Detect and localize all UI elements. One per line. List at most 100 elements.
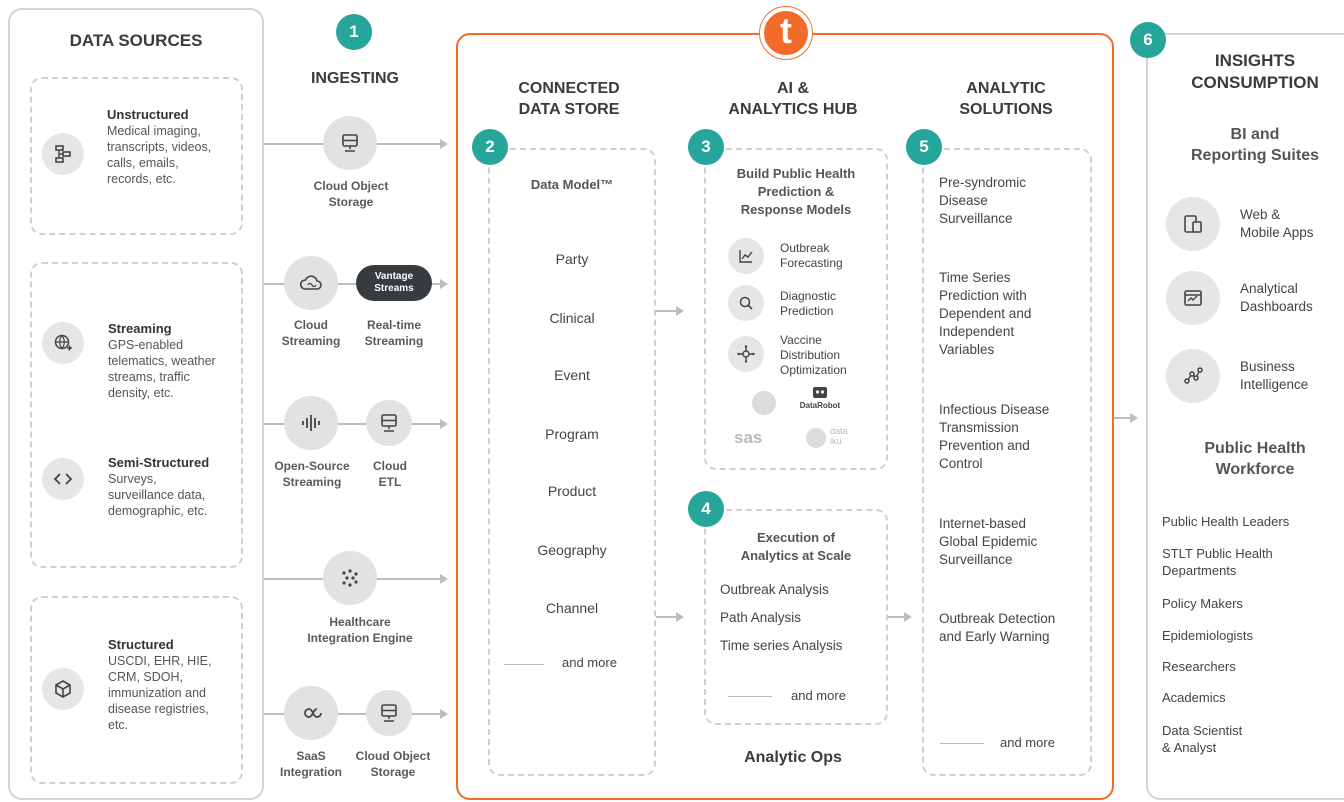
- vantage-line-1: Vantage: [374, 271, 414, 282]
- s2-l3: Dependent and: [939, 306, 1032, 321]
- cos-line-2: Storage: [328, 195, 374, 209]
- os-line-1: Open-Source: [274, 459, 350, 473]
- etl-icon: [366, 400, 412, 446]
- mobile-icon: [1166, 197, 1220, 251]
- unstructured-line-4: records, etc.: [107, 172, 176, 186]
- wm-l1: Web &: [1240, 207, 1281, 222]
- teradata-logo-letter: t: [780, 10, 792, 51]
- ad-l2: Dashboards: [1240, 299, 1313, 314]
- bi-l1: Business: [1240, 359, 1295, 374]
- unstructured-title: Unstructured: [107, 107, 189, 122]
- streaming-line-3: streams, traffic: [108, 370, 190, 384]
- s1-l1: Pre-syndromic: [939, 175, 1027, 190]
- store-item-program: Program: [545, 426, 599, 442]
- solutions-box: [922, 148, 1092, 776]
- dp-line-2: Prediction: [780, 304, 834, 318]
- data-model-label: Data Model™: [530, 177, 614, 192]
- s2-l2: Prediction with: [939, 288, 1027, 303]
- unstructured-box: [30, 77, 243, 235]
- network-icon: [728, 336, 764, 372]
- s2-l1: Time Series: [939, 270, 1011, 285]
- structured-title: Structured: [108, 637, 174, 652]
- cloud-object-storage-label-2: Cloud Object Storage: [346, 748, 440, 780]
- arrow-store-to-hub: [656, 306, 684, 316]
- unstructured-text: Unstructured Medical imaging, transcript…: [107, 107, 211, 187]
- unstructured-line-2: transcripts, videos,: [107, 140, 212, 154]
- cloud-etl-label: Cloud ETL: [358, 458, 422, 490]
- arrow-row-2: [264, 279, 448, 289]
- sol-title-1: ANALYTIC: [966, 80, 1046, 97]
- analytic-ops-label: Analytic Ops: [744, 749, 842, 766]
- etl-line-2: ETL: [378, 475, 402, 489]
- workforce-data-scientist: Data Scientist & Analyst: [1162, 723, 1243, 755]
- store-title-1: CONNECTED: [518, 80, 620, 97]
- s3-l3: Prevention and: [939, 438, 1030, 453]
- open-source-streaming-label: Open-Source Streaming: [266, 458, 358, 490]
- insights-title-1: INSIGHTS: [1214, 51, 1296, 70]
- infinity-link-icon: [284, 686, 338, 740]
- flowchart-icon: [42, 133, 84, 175]
- sas-logo: sas: [734, 428, 762, 448]
- cos-line-1: Cloud Object: [313, 179, 389, 193]
- sol-title-2: SOLUTIONS: [959, 101, 1053, 118]
- arrow-row-3: [264, 419, 448, 429]
- cloud-streaming-label: Cloud Streaming: [275, 317, 347, 349]
- vaccine-distribution-label: Vaccine Distribution Optimization: [780, 333, 847, 378]
- dataiku-circle: [806, 428, 826, 448]
- solution-internet: Internet-based Global Epidemic Surveilla…: [939, 515, 1037, 569]
- build-title-2: Prediction &: [757, 184, 835, 199]
- build-models-box: [704, 148, 888, 470]
- workforce-leaders: Public Health Leaders: [1162, 514, 1290, 529]
- arrow-store-to-exec: [656, 612, 684, 622]
- unstructured-line-3: calls, emails,: [107, 156, 179, 170]
- rt-line-2: Streaming: [364, 334, 424, 348]
- search-icon: [728, 285, 764, 321]
- store-more-line: [504, 664, 544, 665]
- workforce-title: Public Health Workforce: [1160, 438, 1344, 480]
- web-mobile-label: Web & Mobile Apps: [1240, 206, 1314, 242]
- vantage-streams-pill: Vantage Streams: [356, 265, 432, 301]
- solution-timeseries: Time Series Prediction with Dependent an…: [939, 269, 1031, 359]
- etl-line-1: Cloud: [373, 459, 407, 473]
- structured-line-4: disease registries,: [108, 702, 209, 716]
- streaming-text: Streaming GPS-enabled telematics, weathe…: [108, 321, 216, 401]
- vd-line-3: Optimization: [780, 363, 847, 377]
- streaming-line-1: GPS-enabled: [108, 338, 184, 352]
- workforce-researchers: Researchers: [1162, 659, 1236, 674]
- dataiku-text: data iku: [830, 426, 848, 446]
- hub-title-1: AI &: [777, 80, 809, 97]
- teradata-small-logo: [752, 391, 776, 415]
- s1-l2: Disease: [939, 193, 988, 208]
- data-sources-title: DATA SOURCES: [69, 31, 203, 50]
- exec-more: and more: [791, 688, 846, 703]
- hub-title: AI & ANALYTICS HUB: [702, 78, 884, 120]
- dashboard-icon: [1166, 271, 1220, 325]
- teradata-logo: t: [760, 7, 812, 59]
- outbreak-forecasting-label: Outbreak Forecasting: [780, 241, 843, 271]
- step-2-badge: 2: [472, 129, 508, 165]
- wf-title-1: Public Health: [1204, 440, 1306, 457]
- solution-outbreak-detection: Outbreak Detection and Early Warning: [939, 610, 1055, 646]
- build-title-1: Build Public Health: [736, 166, 856, 181]
- of-line-1: Outbreak: [780, 241, 830, 255]
- hie-line-2: Integration Engine: [307, 631, 413, 645]
- cube-icon: [42, 668, 84, 710]
- semi-title: Semi-Structured: [108, 455, 210, 470]
- bi-title-2: Reporting Suites: [1190, 147, 1319, 164]
- cloud-object-storage-label: Cloud Object Storage: [296, 178, 406, 210]
- of-line-2: Forecasting: [780, 256, 843, 270]
- semi-line-3: demographic, etc.: [108, 504, 208, 518]
- s3-l4: Control: [939, 456, 983, 471]
- store-title-2: DATA STORE: [518, 101, 620, 118]
- s4-l2: Global Epidemic: [939, 534, 1038, 549]
- store-item-event: Event: [554, 367, 590, 383]
- vd-line-1: Vaccine: [780, 333, 822, 347]
- exec-title-1: Execution of: [756, 530, 835, 545]
- cloud-icon: [284, 256, 338, 310]
- step-4-badge: 4: [688, 491, 724, 527]
- streaming-line-4: density, etc.: [108, 386, 174, 400]
- arrow-exec-to-solutions: [888, 612, 912, 622]
- wf-title-2: Workforce: [1215, 461, 1295, 478]
- insights-title-2: CONSUMPTION: [1191, 73, 1319, 92]
- step-1-badge: 1: [336, 14, 372, 50]
